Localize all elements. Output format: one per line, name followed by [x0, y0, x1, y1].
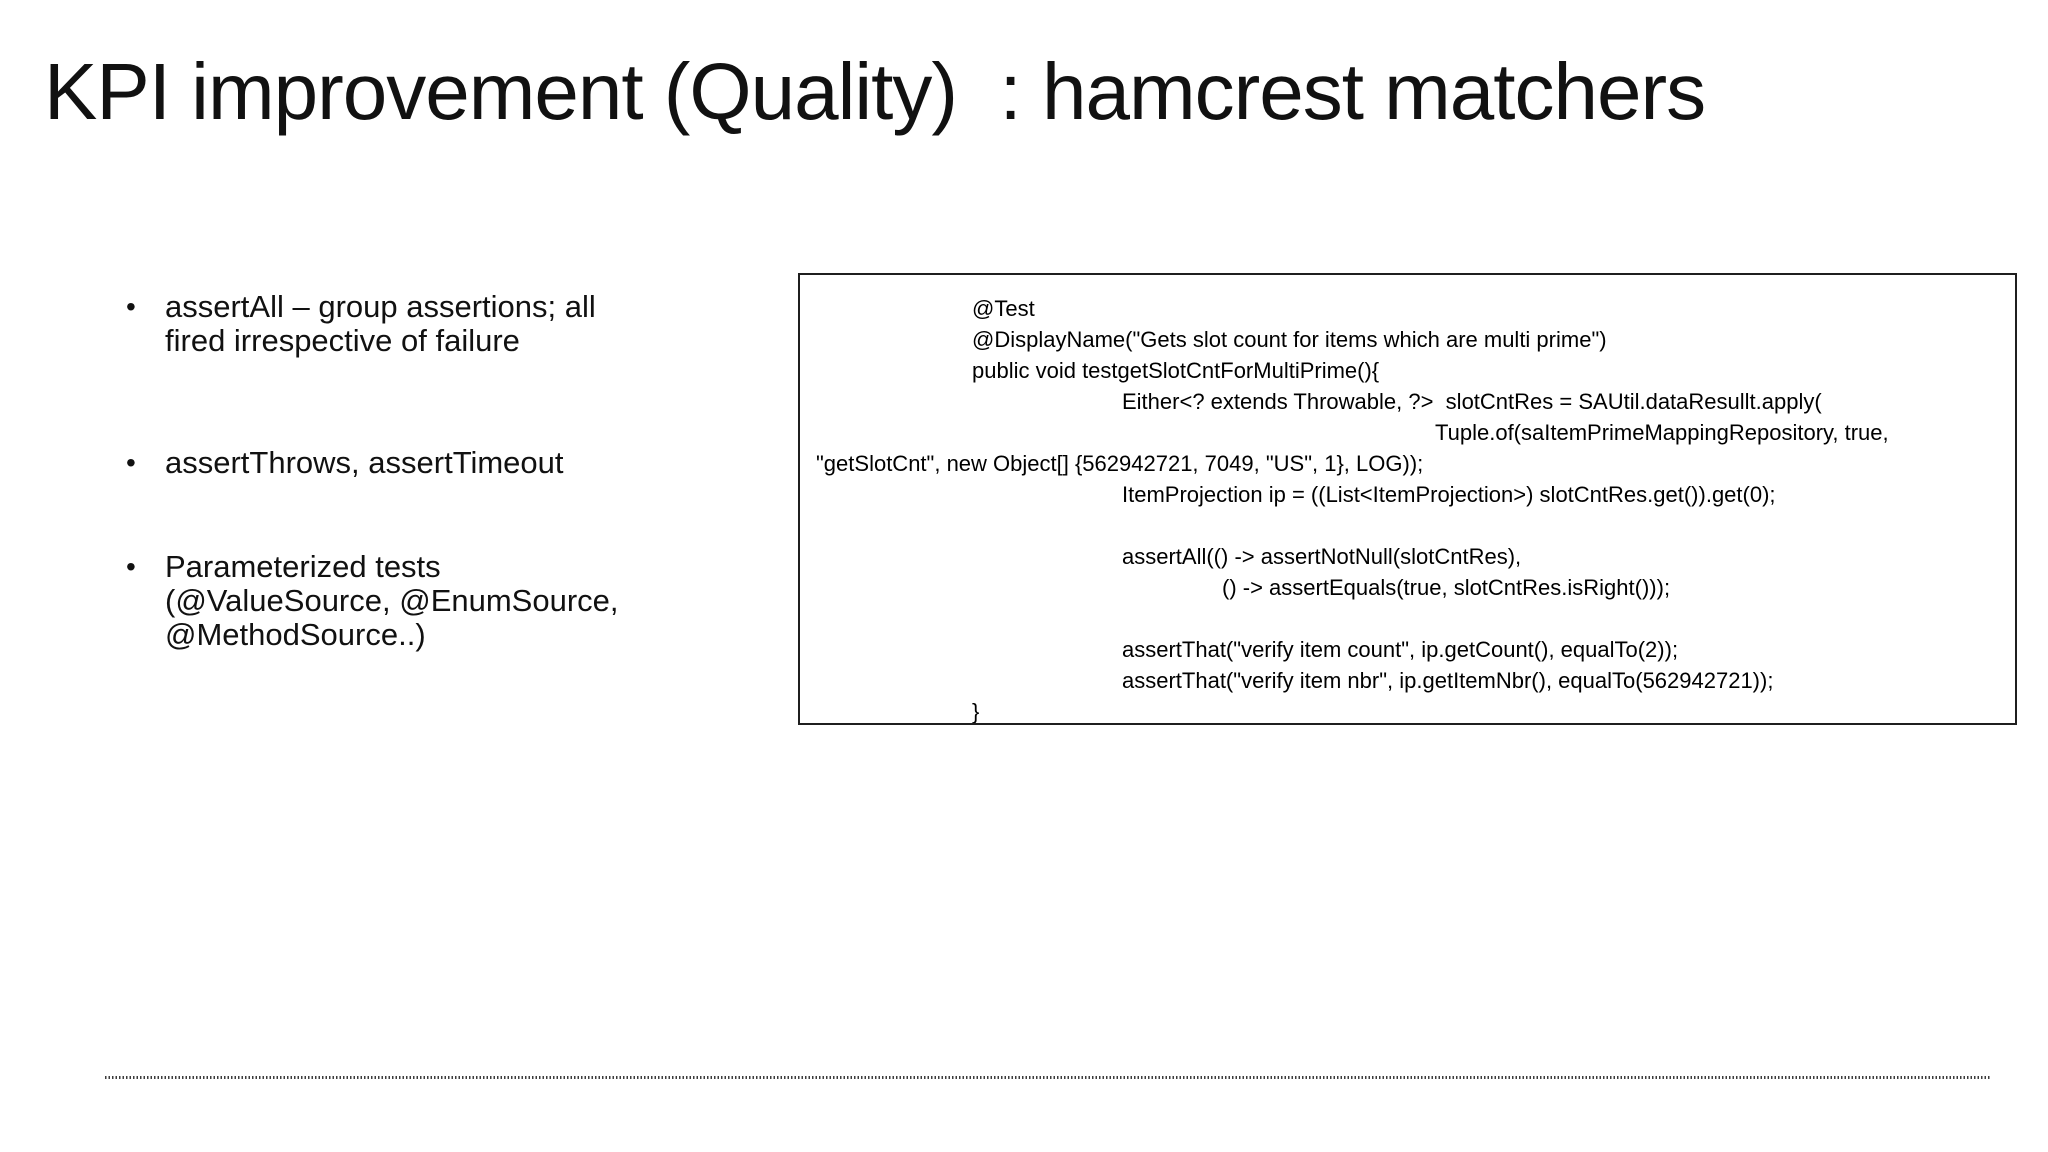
bullet-line: @MethodSource..) — [165, 617, 426, 652]
code-line: assertThat("verify item count", ip.getCo… — [1122, 637, 1679, 662]
bullet-line: (@ValueSource, @EnumSource, — [165, 583, 619, 618]
code-line: @DisplayName("Gets slot count for items … — [972, 327, 1607, 352]
bullet-item: • Parameterized tests(@ValueSource, @Enum… — [122, 550, 682, 652]
slide-title: KPI improvement (Quality) : hamcrest mat… — [44, 47, 1706, 136]
code-line: assertAll(() -> assertNotNull(slotCntRes… — [1122, 544, 1522, 569]
code-line: "getSlotCnt", new Object[] {562942721, 7… — [816, 451, 1424, 476]
code-line: assertThat("verify item nbr", ip.getItem… — [1122, 668, 1774, 693]
code-line: @Test — [972, 296, 1035, 321]
bullet-line: assertAll – group assertions; all — [165, 289, 596, 324]
bullet-icon: • — [126, 291, 136, 322]
bullet-text: Parameterized tests(@ValueSource, @EnumS… — [165, 550, 682, 652]
bullet-icon: • — [126, 551, 136, 582]
bullet-line: assertThrows, assertTimeout — [165, 445, 564, 480]
bullet-item: • assertThrows, assertTimeout — [122, 446, 682, 480]
code-line — [800, 510, 2015, 541]
code-line: Tuple.of(saItemPrimeMappingRepository, t… — [1435, 420, 1889, 445]
bullet-line: fired irrespective of failure — [165, 323, 520, 358]
code-line: } — [972, 699, 980, 724]
footer-divider — [105, 1076, 1991, 1079]
code-line: ItemProjection ip = ((List<ItemProjectio… — [1122, 482, 1776, 507]
bullet-icon: • — [126, 447, 136, 478]
code-line — [800, 603, 2015, 634]
code-line: () -> assertEquals(true, slotCntRes.isRi… — [1222, 575, 1671, 600]
code-line: Either<? extends Throwable, ?> slotCntRe… — [1122, 389, 1822, 414]
bullet-text: assertThrows, assertTimeout — [165, 446, 682, 480]
code-line: public void testgetSlotCntForMultiPrime(… — [972, 358, 1380, 383]
code-panel: @Test @DisplayName("Gets slot count for i… — [798, 273, 2017, 725]
bullet-line: Parameterized tests — [165, 549, 441, 584]
